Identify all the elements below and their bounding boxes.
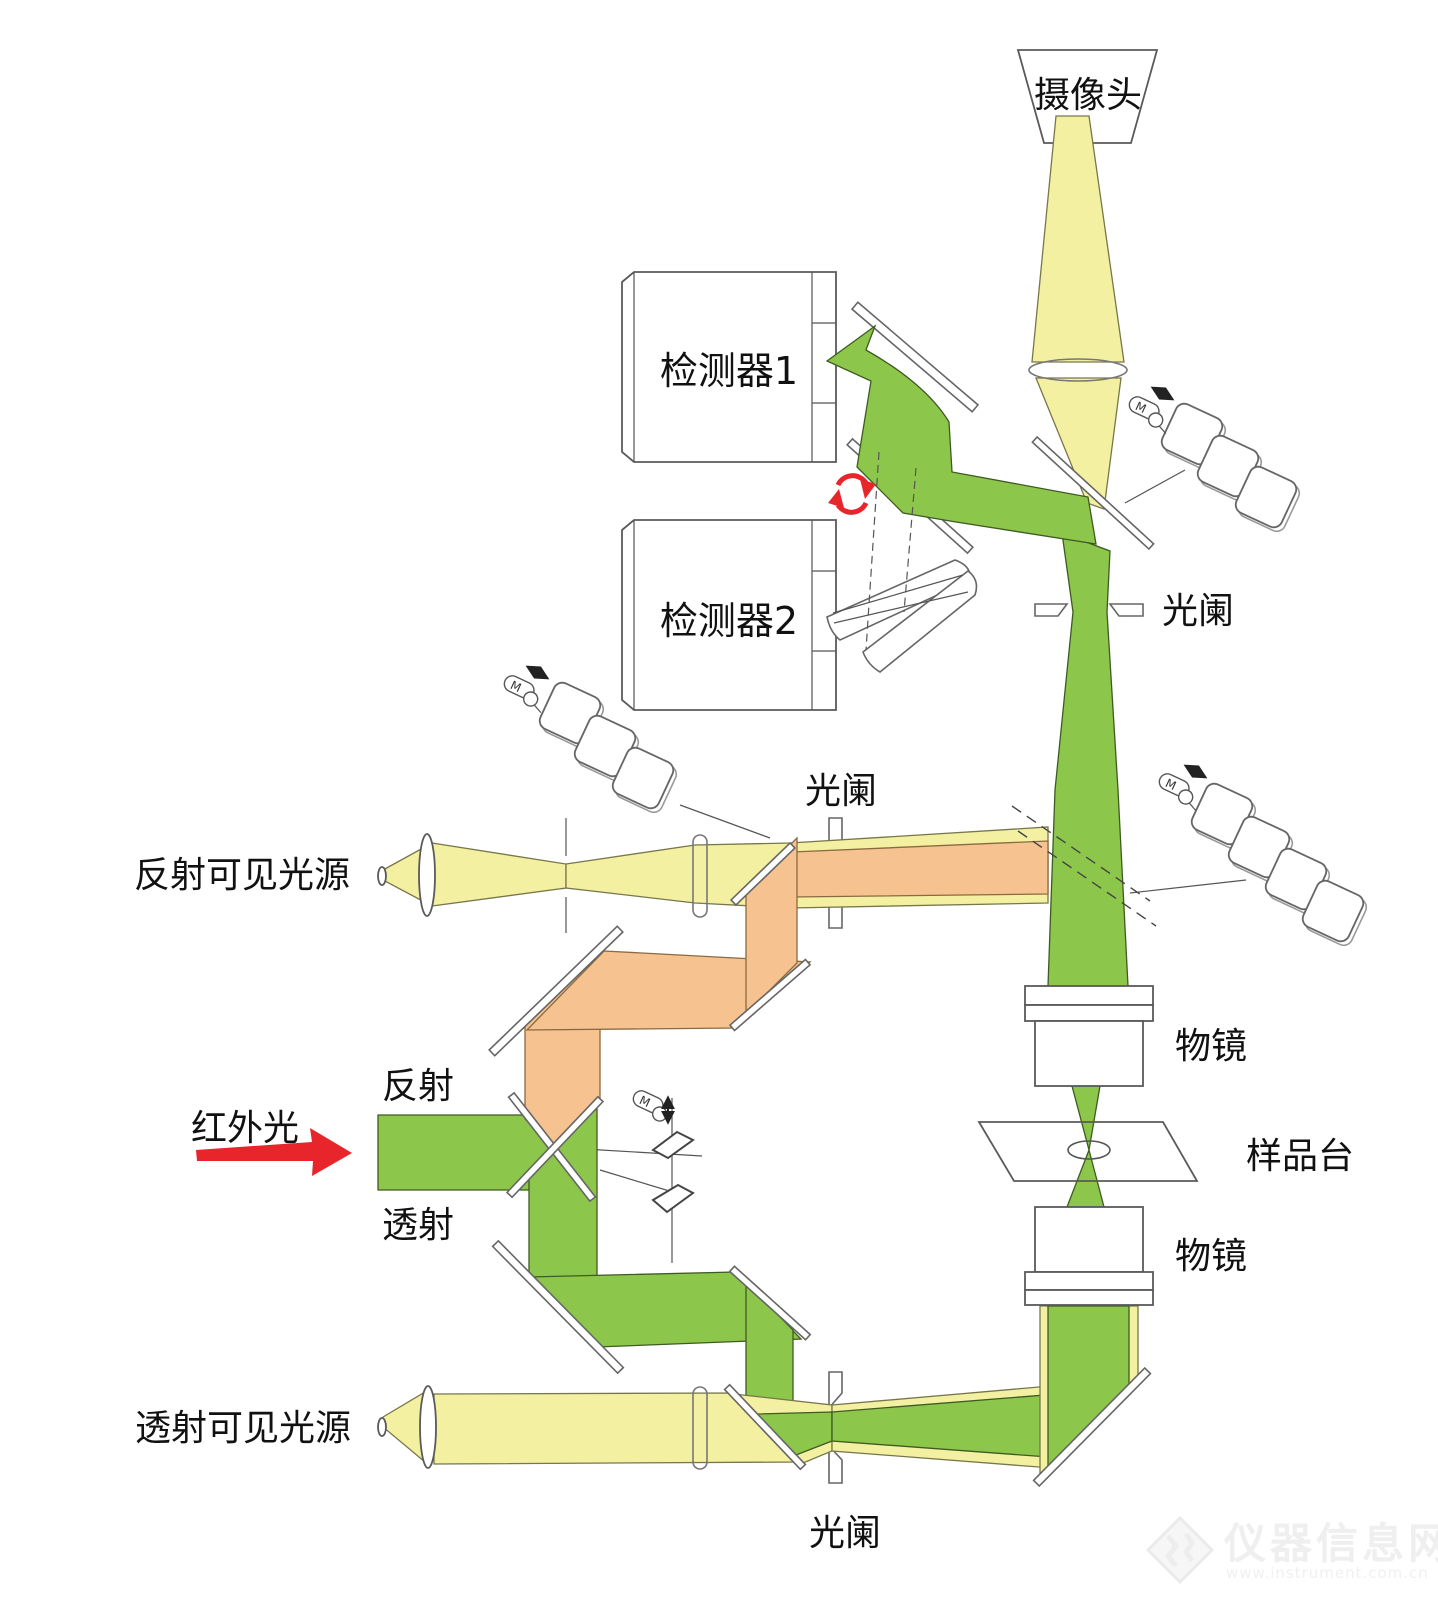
fold-mirror-transmission-right — [728, 1265, 812, 1341]
rotation-arrows-icon — [828, 473, 876, 515]
bottom-fold-mirror — [1032, 1366, 1152, 1488]
reflected-source-lens — [418, 833, 436, 917]
transmission-label: 透射 — [382, 1205, 454, 1246]
beams — [377, 115, 1145, 1483]
transmitted-source-point — [377, 1417, 387, 1437]
detector1-label: 检测器1 — [660, 349, 798, 393]
objective-bottom-label: 物镜 — [1175, 1236, 1247, 1277]
ir-input-arrow — [196, 1128, 352, 1176]
camera-beam-lower — [1035, 377, 1122, 510]
camera-beamsplitter — [1031, 435, 1155, 551]
mirror-plate — [1160, 402, 1301, 533]
detector-1-box — [621, 271, 837, 463]
filter-slider-right: M — [1158, 764, 1368, 947]
leader-lines — [583, 469, 1247, 1197]
transmitted-source-cone — [382, 1390, 426, 1464]
filter-slider-left: M — [503, 665, 678, 814]
motor-icon: M — [503, 675, 542, 714]
fold-mirror-transmission-left — [491, 1239, 625, 1375]
sample-hole — [1067, 1140, 1111, 1160]
aperture-mid-label: 光阑 — [805, 771, 877, 812]
mirror-plate — [538, 681, 678, 814]
aperture-top-blades — [1034, 603, 1144, 617]
transmitted-source-lens — [419, 1385, 437, 1469]
objective-bottom — [1024, 1206, 1154, 1306]
slide-direction-arrow — [1150, 386, 1175, 401]
lenses — [377, 358, 1128, 1470]
aperture-bottom-blades — [828, 1371, 843, 1484]
detector2-label: 检测器2 — [660, 599, 798, 643]
sample-stage-label: 样品台 — [1246, 1136, 1354, 1177]
motor-icon: M — [632, 1090, 668, 1122]
slide-direction-arrow — [1183, 764, 1208, 779]
transmitted-source-label: 透射可见光源 — [135, 1408, 351, 1449]
detector2-mirror-assembly — [826, 451, 978, 673]
detector-2-box — [621, 519, 837, 711]
transmitted-path-lens — [692, 1386, 708, 1470]
flip-mirror-mechanism: M — [632, 1090, 695, 1263]
slide-direction-arrow — [525, 665, 550, 680]
infrared-label: 红外光 — [191, 1108, 299, 1149]
objective-top-label: 物镜 — [1175, 1026, 1247, 1067]
reflection-label: 反射 — [382, 1066, 454, 1107]
motor-icon: M — [1158, 773, 1197, 812]
watermark-site-url: www.instrument.com.cn — [1226, 1564, 1429, 1582]
fold-mirror-orange-long — [488, 925, 624, 1057]
removable-beamsplitter-dashed — [1011, 805, 1157, 927]
vertical-column-bottom-g — [1047, 1305, 1130, 1475]
flip-mirror-1 — [651, 1130, 695, 1160]
aperture-top-label: 光阑 — [1162, 591, 1234, 632]
aperture-bottom-label: 光阑 — [809, 1513, 881, 1554]
camera — [1016, 49, 1159, 144]
camera-beam-upper — [1031, 115, 1125, 363]
watermark-site-name: 仪器信息网 — [1223, 1519, 1438, 1568]
ir-splitter-reflect — [505, 1095, 605, 1199]
filter-slider-top-right: M — [1128, 386, 1301, 533]
detector1-focusing-mirror — [850, 301, 980, 413]
transmitted-source-beamsplitter — [723, 1383, 807, 1471]
flip-mirror-2 — [651, 1183, 695, 1214]
sample-stage — [977, 1121, 1199, 1182]
reflected-source-beam-1 — [431, 842, 567, 907]
main-vertical-column-g — [1047, 532, 1129, 987]
fold-mirror-orange-right — [728, 958, 812, 1032]
reflected-source-label: 反射可见光源 — [134, 855, 350, 896]
camera-lens — [1028, 358, 1128, 382]
reflected-source-point — [377, 866, 387, 886]
objective-top — [1024, 985, 1154, 1087]
watermark-logo: 仪器信息网 www.instrument.com.cn — [1145, 1515, 1438, 1585]
reflected-path-lens — [692, 834, 708, 918]
detector-beam — [825, 324, 1097, 545]
mirror-plate — [1190, 782, 1368, 947]
camera-label: 摄像头 — [1034, 75, 1142, 116]
motor-icon: M — [1128, 396, 1167, 435]
reflected-source-beamsplitter — [729, 841, 797, 907]
